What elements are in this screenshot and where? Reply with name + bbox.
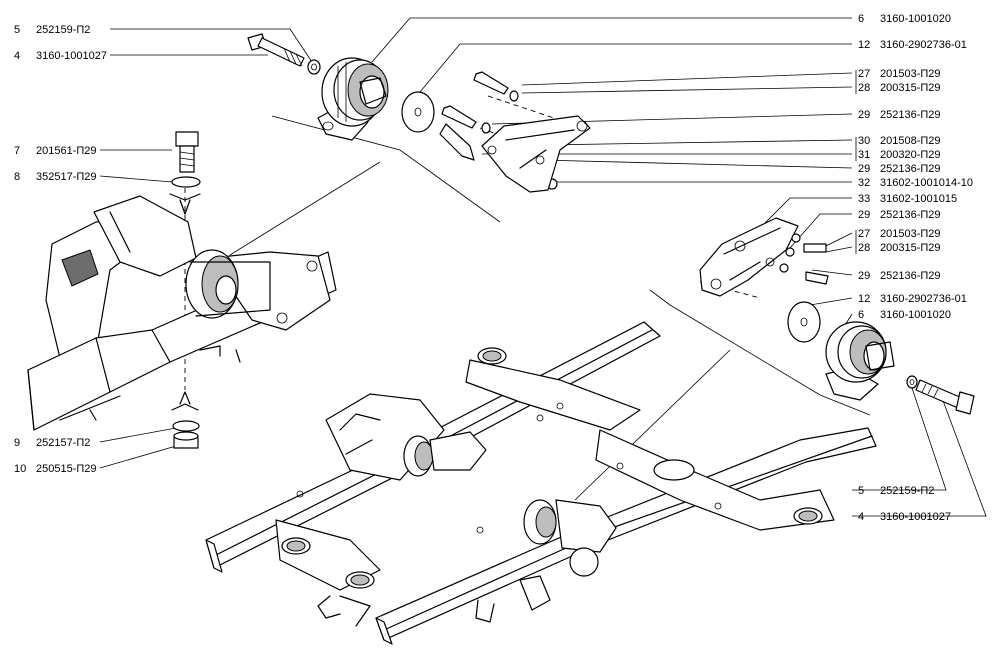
callout-part-code: 3160-2902736-01 xyxy=(880,293,967,305)
callout-labels: 5 252159-П2 4 3160-1001027 7 201561-П29 8 35251… xyxy=(14,13,973,523)
callout-number: 31 xyxy=(858,149,870,161)
callout-part-code: 201503-П29 xyxy=(880,68,941,80)
callout-part-code: 252136-П29 xyxy=(880,163,941,175)
callout-number: 27 xyxy=(858,228,870,240)
leader-line xyxy=(99,175,173,183)
frame-left-section xyxy=(27,195,337,431)
callout-part-code: 3160-1001027 xyxy=(880,511,951,523)
callout-number: 12 xyxy=(858,39,870,51)
callout-part-code: 3160-1001020 xyxy=(880,13,951,25)
callout-part-code: 200315-П29 xyxy=(880,242,941,254)
callout-number: 27 xyxy=(858,68,870,80)
callout-number: 8 xyxy=(14,171,20,183)
bolt-4-right xyxy=(906,375,975,415)
bolt-7-left xyxy=(169,131,201,215)
callout-number: 29 xyxy=(858,109,870,121)
callout-part-code: 250515-П29 xyxy=(36,463,97,475)
callout-number: 9 xyxy=(14,437,20,449)
callout-number: 32 xyxy=(858,177,870,189)
callout-part-code: 3160-1001027 xyxy=(36,50,107,62)
callout-number: 28 xyxy=(858,242,870,254)
leader-line xyxy=(371,17,852,63)
callout-number: 6 xyxy=(858,13,864,25)
nut-10-left xyxy=(171,391,200,449)
leader-line xyxy=(825,246,853,253)
callout-part-code: 201561-П29 xyxy=(36,145,97,157)
shield-12-top xyxy=(401,91,435,133)
callout-number: 29 xyxy=(858,209,870,221)
leader-line xyxy=(759,197,852,229)
callout-number: 7 xyxy=(14,145,20,157)
callout-number: 29 xyxy=(858,163,870,175)
callout-part-code: 252136-П29 xyxy=(880,209,941,221)
callout-number: 5 xyxy=(14,24,20,36)
callout-part-code: 31602-1001014-10 xyxy=(880,177,973,189)
callout-part-code: 31602-1001015 xyxy=(880,193,957,205)
callout-number: 12 xyxy=(858,293,870,305)
cushion-6-right xyxy=(787,301,895,401)
leader-line xyxy=(811,269,853,276)
leader-line xyxy=(521,72,853,86)
callout-number: 29 xyxy=(858,270,870,282)
leader-line xyxy=(852,381,947,491)
callout-number: 30 xyxy=(858,135,870,147)
leader-line xyxy=(419,43,852,93)
cushion-6-top xyxy=(317,57,389,141)
leader-line xyxy=(789,213,852,249)
leader-line xyxy=(99,445,177,469)
callout-number: 4 xyxy=(858,511,864,523)
callout-part-code: 3160-1001020 xyxy=(880,309,951,321)
callout-number: 4 xyxy=(14,50,20,62)
leader-line xyxy=(99,427,177,443)
callout-part-code: 252159-П2 xyxy=(880,485,934,497)
leader-line xyxy=(110,28,313,63)
callout-part-code: 3160-2902736-01 xyxy=(880,39,967,51)
leader-line xyxy=(521,86,853,94)
bolt-4-top xyxy=(247,33,321,75)
callout-part-code: 252136-П29 xyxy=(880,109,941,121)
callout-number: 28 xyxy=(858,82,870,94)
callout-part-code: 252136-П29 xyxy=(880,270,941,282)
leader-line xyxy=(539,159,853,169)
callout-part-code: 252157-П2 xyxy=(36,437,90,449)
leader-line xyxy=(852,397,987,517)
callout-part-code: 201503-П29 xyxy=(880,228,941,240)
callout-part-code: 252159-П2 xyxy=(36,24,90,36)
fasteners-top-right xyxy=(439,71,558,190)
bracket-33-right xyxy=(699,217,829,297)
bracket-32-top xyxy=(481,115,591,193)
callout-part-code: 200320-П29 xyxy=(880,149,941,161)
callout-number: 6 xyxy=(858,309,864,321)
callout-number: 10 xyxy=(14,463,26,475)
callout-number: 5 xyxy=(858,485,864,497)
callout-part-code: 201508-П29 xyxy=(880,135,941,147)
callout-number: 33 xyxy=(858,193,870,205)
callout-part-code: 200315-П29 xyxy=(880,82,941,94)
leader-line xyxy=(825,232,853,247)
chassis-frame xyxy=(205,321,877,645)
callout-part-code: 352517-П29 xyxy=(36,171,97,183)
